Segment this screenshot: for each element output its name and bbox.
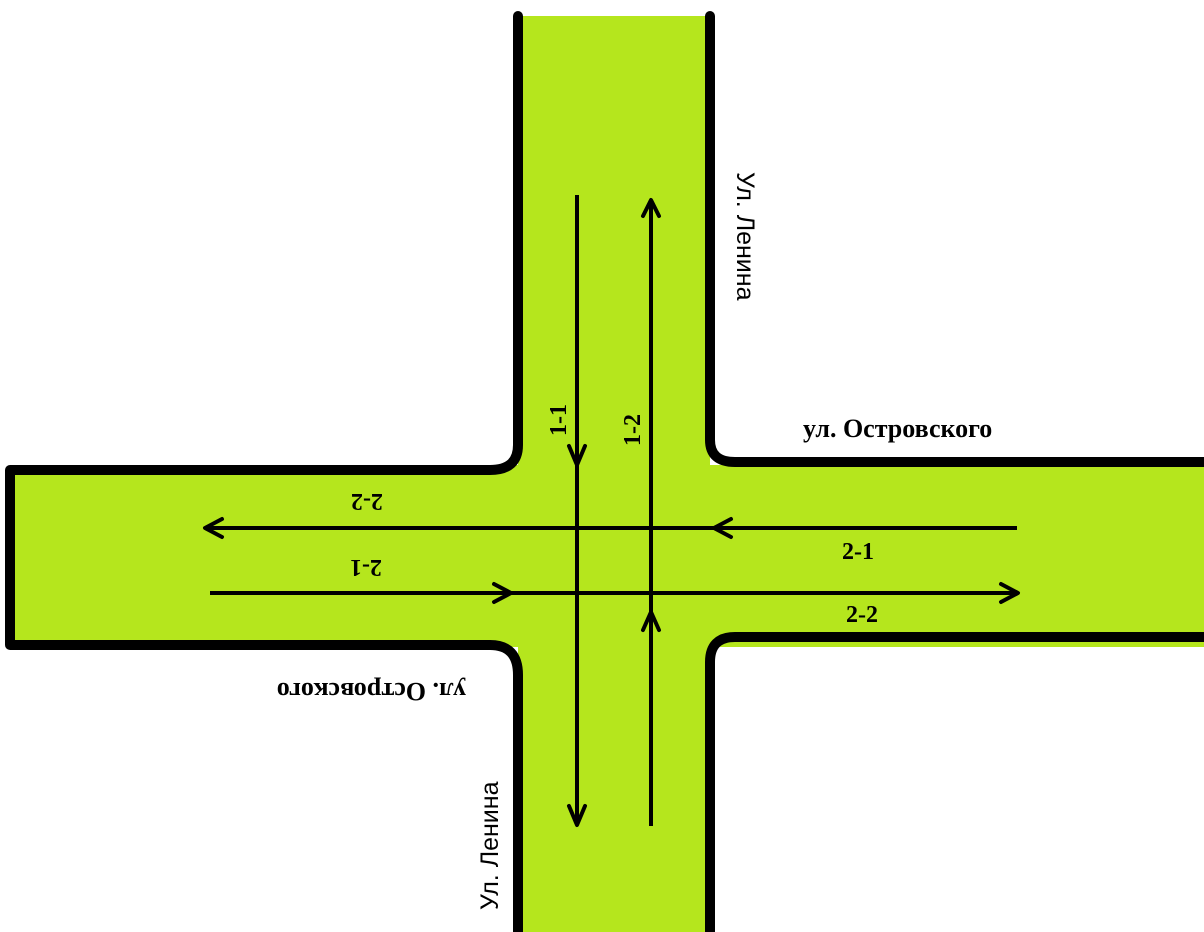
lane-2-2-arrowhead-right: [999, 582, 1020, 604]
street-label-ostrovskogo-right: ул. Островского: [803, 414, 992, 443]
street-label-lenina-bottom: Ул. Ленина: [476, 781, 504, 910]
lane-label-2-2-right: 2-2: [846, 602, 878, 628]
street-label-ostrovskogo-left: ул. Островского: [277, 677, 466, 706]
lane-2-1-arrowhead-mid: [712, 517, 733, 539]
lane-lines: [203, 195, 1020, 827]
road-edges: [5, 11, 1204, 932]
lane-label-1-2: 1-2: [620, 414, 646, 446]
lane-label-2-2-left: 2-2: [351, 488, 383, 514]
lane-label-1-1: 1-1: [546, 404, 572, 436]
lane-2-1-arrowhead-mid-right: [492, 582, 513, 604]
edge-top-left: [5, 11, 523, 932]
lane-label-2-1-right: 2-1: [842, 539, 874, 565]
lane-label-2-1-left: 2-1: [350, 554, 382, 580]
lane-1-2-arrowhead-top: [641, 198, 661, 218]
lane-1-1-arrowhead-bottom: [567, 804, 587, 827]
lane-1-2-arrowhead-bottom: [641, 610, 661, 632]
lane-2-2-arrowhead-left: [203, 517, 224, 539]
edge-top-right: [705, 11, 1204, 467]
road-surface: [10, 16, 1204, 932]
edge-bottom-right: [705, 632, 1204, 932]
lane-1-1-arrowhead-top: [567, 444, 587, 467]
street-label-lenina-top: Ул. Ленина: [731, 172, 759, 301]
horizontal-road: [10, 465, 1204, 647]
